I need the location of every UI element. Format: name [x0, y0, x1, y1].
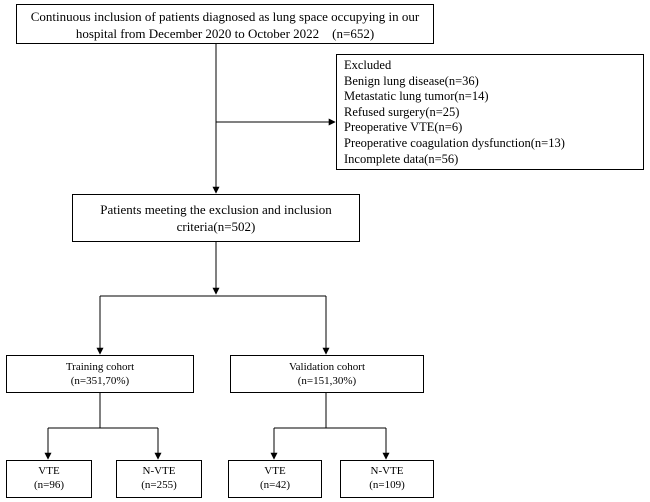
training-nvte-count: (n=255)	[141, 479, 177, 491]
training-nvte-label: N-VTE	[142, 465, 176, 477]
training-vte-label: VTE	[38, 465, 60, 477]
box-validation-cohort: Validation cohort (n=151,30%)	[230, 355, 424, 393]
validation-cohort-count: (n=151,30%)	[297, 375, 357, 387]
excluded-benign: Benign lung disease(n=36)	[344, 73, 479, 88]
eligible-line-2: criteria(n=502)	[176, 219, 256, 234]
box-validation-vte: VTE (n=42)	[228, 460, 322, 498]
initial-inclusion-line-1: Continuous inclusion of patients diagnos…	[30, 9, 420, 24]
excluded-incomplete-data: Incomplete data(n=56)	[344, 151, 459, 166]
excluded-preoperative-vte: Preoperative VTE(n=6)	[344, 120, 463, 135]
training-vte-count: (n=96)	[33, 479, 65, 491]
initial-inclusion-line-2: hospital from December 2020 to October 2…	[75, 26, 375, 41]
validation-cohort-title: Validation cohort	[288, 361, 366, 373]
training-cohort-title: Training cohort	[65, 361, 135, 373]
excluded-coagulation-dysfunction: Preoperative coagulation dysfunction(n=1…	[344, 135, 565, 150]
excluded-heading: Excluded	[344, 58, 392, 72]
box-validation-nvte: N-VTE (n=109)	[340, 460, 434, 498]
box-training-nvte: N-VTE (n=255)	[116, 460, 202, 498]
excluded-refused-surgery: Refused surgery(n=25)	[344, 104, 460, 119]
box-excluded: Excluded Benign lung disease(n=36) Metas…	[336, 54, 644, 170]
box-training-cohort: Training cohort (n=351,70%)	[6, 355, 194, 393]
box-eligible-patients: Patients meeting the exclusion and inclu…	[72, 194, 360, 242]
validation-vte-label: VTE	[264, 465, 286, 477]
validation-vte-count: (n=42)	[259, 479, 291, 491]
training-cohort-count: (n=351,70%)	[70, 375, 130, 387]
eligible-line-1: Patients meeting the exclusion and inclu…	[100, 202, 332, 217]
box-training-vte: VTE (n=96)	[6, 460, 92, 498]
validation-nvte-label: N-VTE	[370, 465, 404, 477]
validation-nvte-count: (n=109)	[369, 479, 405, 491]
box-initial-inclusion: Continuous inclusion of patients diagnos…	[16, 4, 434, 44]
excluded-metastatic: Metastatic lung tumor(n=14)	[344, 89, 489, 104]
